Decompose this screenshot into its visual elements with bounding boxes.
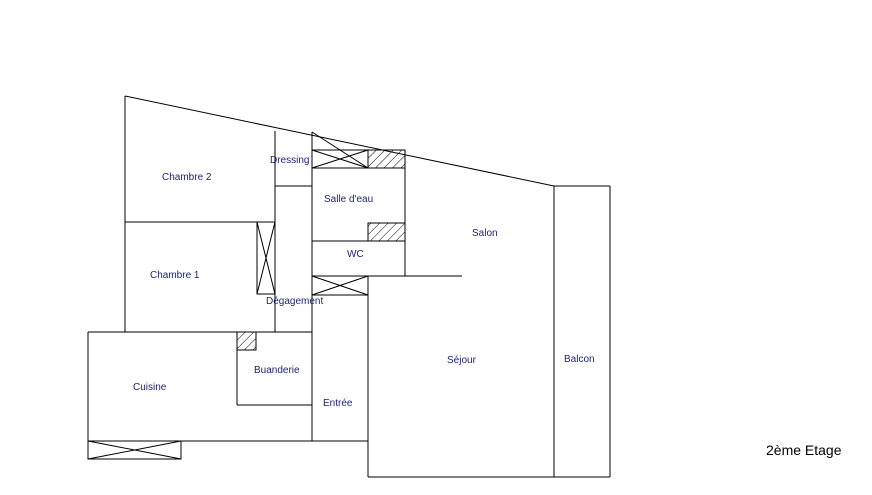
label-cuisine: Cuisine (133, 382, 167, 393)
label-salon: Salon (472, 228, 498, 239)
label-chambre1: Chambre 1 (150, 270, 200, 281)
label-buanderie: Buanderie (254, 365, 300, 376)
walls (87, 95, 611, 478)
floor-label: 2ème Etage (766, 442, 842, 458)
label-chambre2: Chambre 2 (162, 172, 212, 183)
label-dressing: Dressing (270, 155, 309, 166)
label-balcon: Balcon (564, 354, 595, 365)
label-entree: Entrée (323, 398, 353, 409)
label-salle-deau: Salle d'eau (324, 194, 373, 205)
window-crosses (87, 131, 369, 460)
ventilation-hatches (236, 149, 406, 351)
label-sejour: Séjour (447, 355, 477, 366)
room-labels: Chambre 2 Dressing Salle d'eau Salon WC … (133, 155, 595, 409)
label-degagement: Dégagement (266, 296, 323, 307)
label-wc: WC (347, 249, 364, 260)
